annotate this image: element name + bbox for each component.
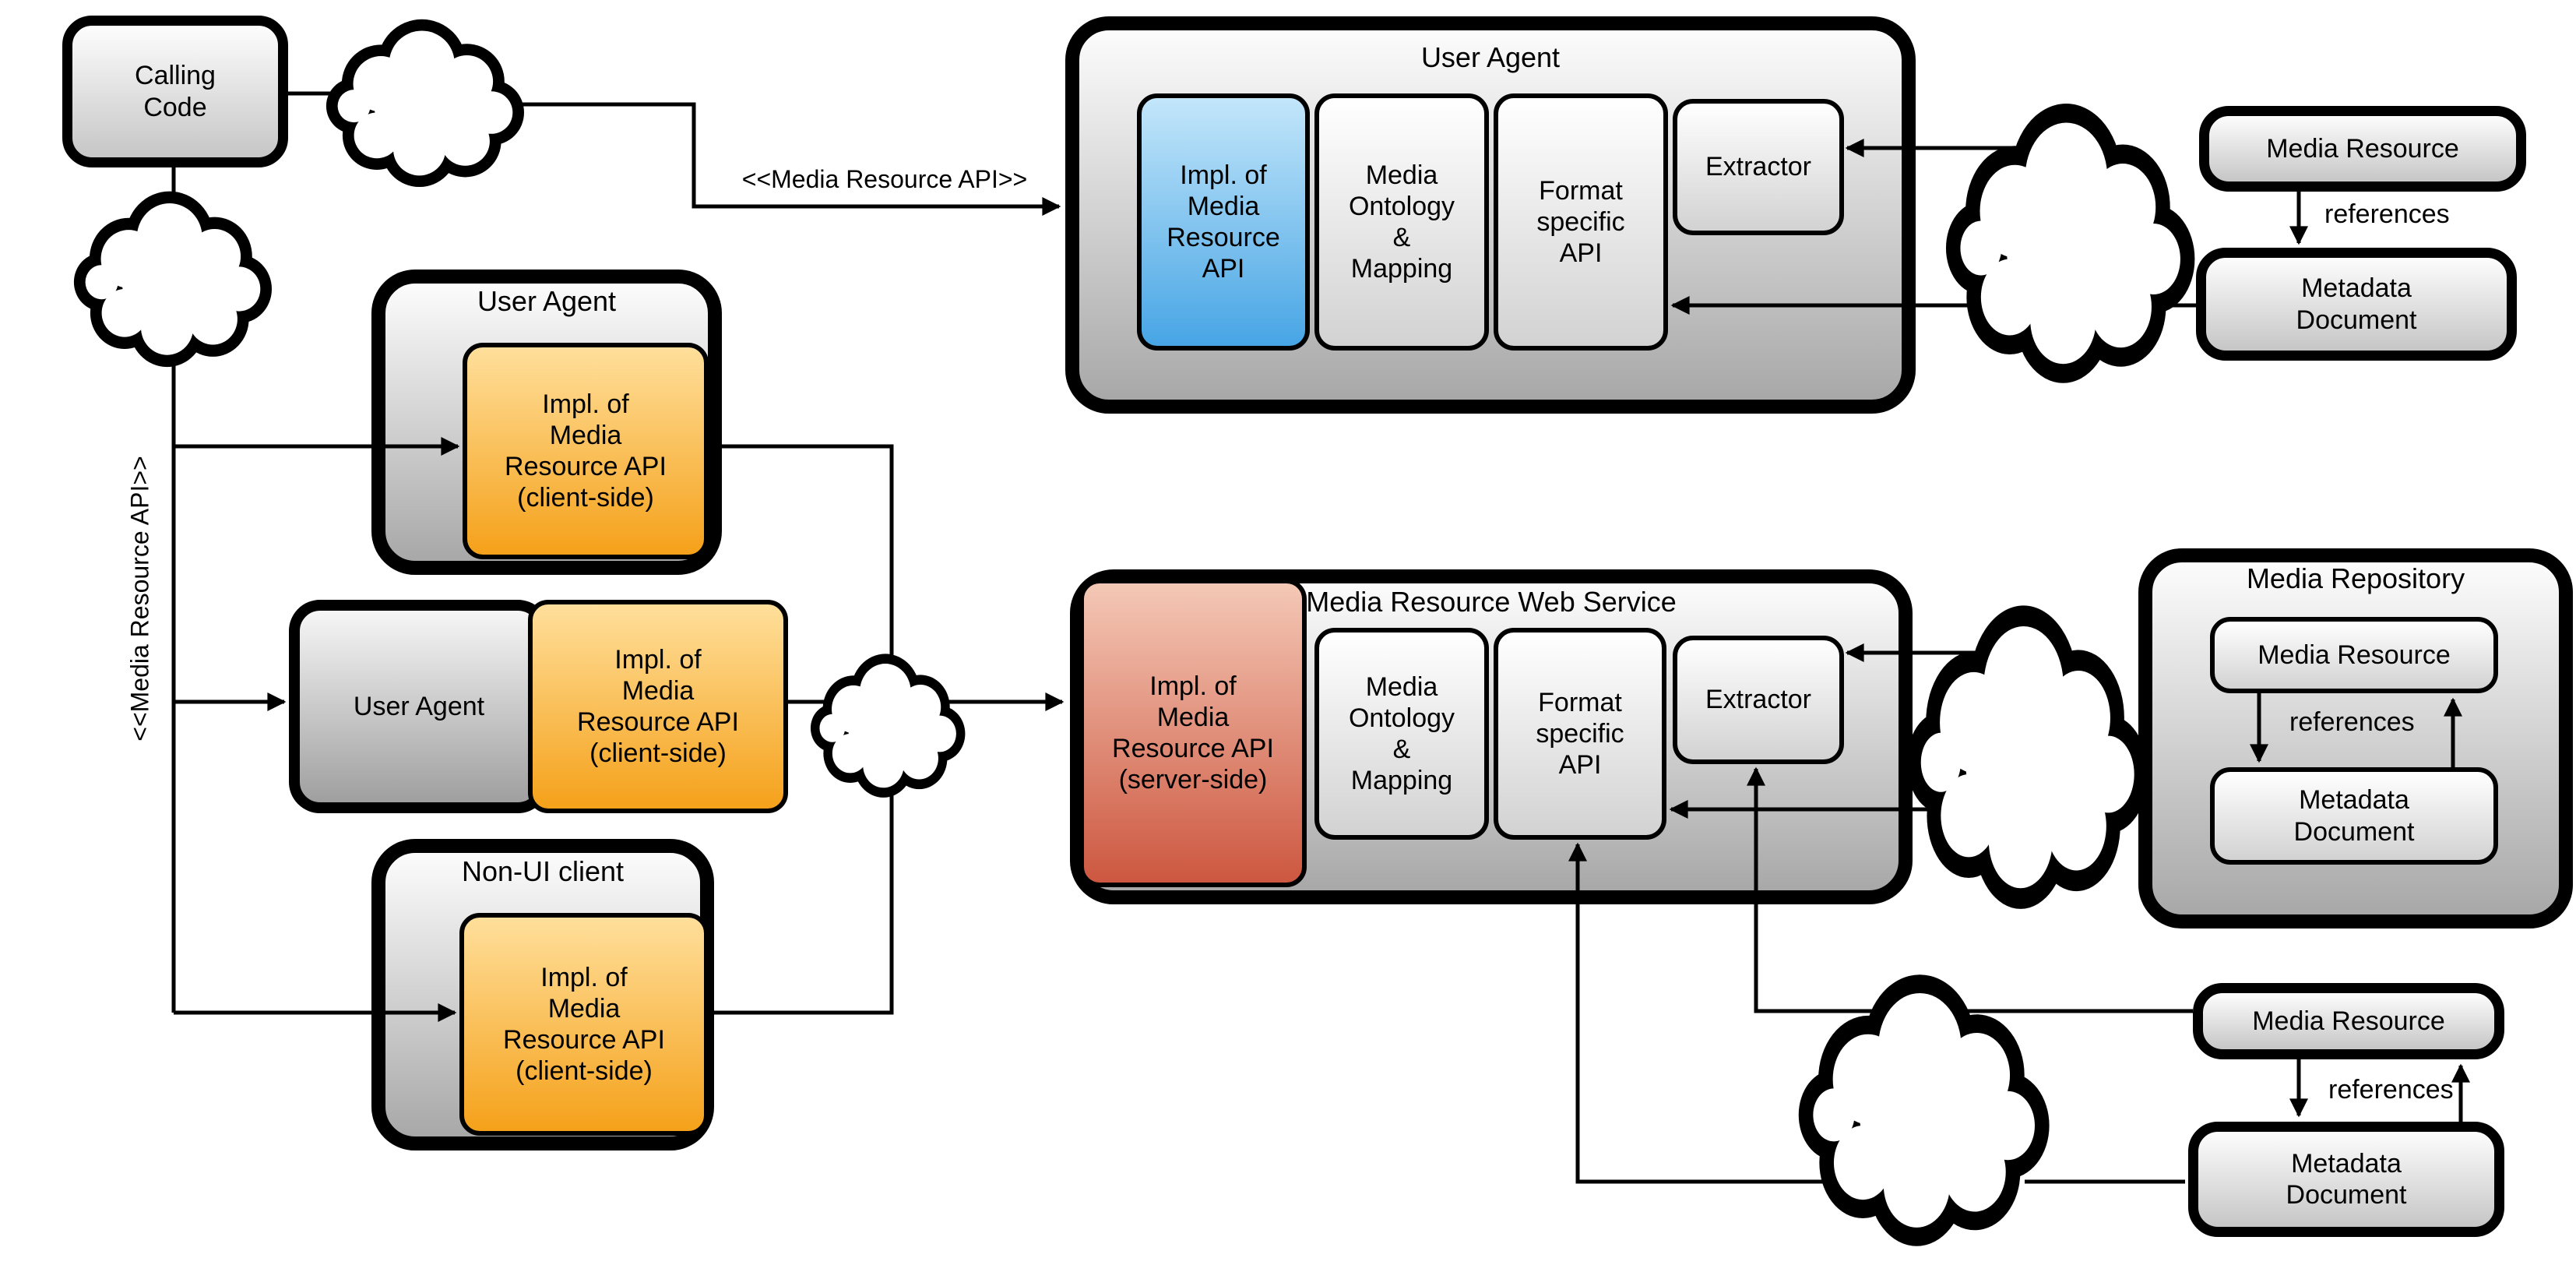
bottomright-references-label: references (2328, 1075, 2454, 1105)
ws-extractor-box: Extractor (1673, 636, 1844, 764)
user-agent-top-title: User Agent (1420, 41, 1561, 73)
repo-media-resource-box: Media Resource (2210, 617, 2498, 693)
repo-metadata-document-box: Metadata Document (2210, 767, 2498, 865)
topright-media-resource-box: Media Resource (2199, 106, 2526, 192)
cloud-top-right-icon (1945, 104, 2195, 383)
top-ua-media-ontology-box: Media Ontology & Mapping (1314, 93, 1489, 351)
ws-format-specific-api-box: Format specific API (1494, 628, 1666, 840)
bottomright-media-resource-box: Media Resource (2193, 983, 2504, 1059)
ua2-impl-client-side-box: Impl. of Media Resource API (client-side… (528, 600, 788, 813)
cloud-repository-icon (1906, 605, 2148, 909)
cloud-top-left-icon (326, 19, 524, 188)
media-resource-api-stereotype-top: <<Media Resource API>> (741, 165, 1028, 193)
top-ua-extractor-box: Extractor (1673, 99, 1844, 235)
media-repository-title: Media Repository (2246, 562, 2465, 594)
calling-code-box: Calling Code (62, 16, 288, 167)
media-repository-container (2138, 548, 2573, 928)
web-service-title: Media Resource Web Service (1306, 586, 1677, 618)
cloud-client-bus-icon (810, 654, 966, 798)
topright-metadata-document-box: Metadata Document (2196, 248, 2517, 361)
ws-impl-server-side-box: Impl. of Media Resource API (server-side… (1079, 579, 1307, 887)
bottomright-metadata-document-box: Metadata Document (2188, 1122, 2504, 1237)
media-resource-api-stereotype-vertical: <<Media Resource API>> (125, 456, 154, 742)
non-ui-client-title: Non-UI client (461, 855, 625, 887)
ua1-impl-client-side-box: Impl. of Media Resource API (client-side… (463, 343, 709, 559)
cloud-bottom-right-icon (1798, 974, 2050, 1246)
nonui-impl-client-side-box: Impl. of Media Resource API (client-side… (459, 913, 709, 1136)
user-agent-client2-box: User Agent (289, 600, 549, 813)
topright-references-label: references (2324, 199, 2450, 229)
cloud-left-bus-icon (73, 191, 272, 368)
top-ua-format-specific-api-box: Format specific API (1494, 93, 1668, 351)
top-ua-impl-media-resource-api-box: Impl. of Media Resource API (1137, 93, 1310, 351)
repo-references-label: references (2289, 707, 2415, 737)
ws-media-ontology-box: Media Ontology & Mapping (1314, 628, 1489, 840)
user-agent-client1-title: User Agent (477, 285, 617, 317)
